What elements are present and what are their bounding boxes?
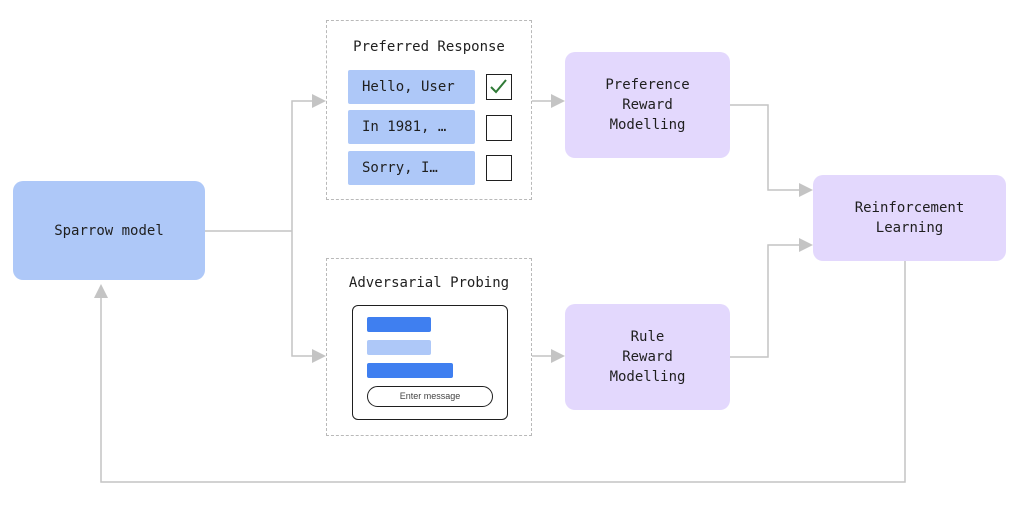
reinforcement-learning-node: Reinforcement Learning [813,175,1006,261]
reinforcement-learning-label: Reinforcement Learning [854,200,965,236]
checkmark-icon [490,79,507,94]
arrowhead-rule-to-rl [799,238,813,252]
chat-window: Enter message [352,305,508,420]
connector-sparrow-to-panels [205,100,312,357]
connector-rl-feedback [100,261,906,483]
preferred-response-panel: Preferred Response Hello, User In 1981, … [326,20,532,200]
chat-bubble-dark [367,317,431,332]
response-option: Sorry, I… [348,151,475,185]
sparrow-model-node: Sparrow model [13,181,205,280]
adversarial-probing-title: Adversarial Probing [348,275,510,291]
arrowhead-to-pref-reward [551,94,565,108]
adversarial-probing-panel: Adversarial Probing Enter message [326,258,532,436]
arrowhead-to-sparrow [94,284,108,298]
arrowhead-to-rule-reward [551,349,565,363]
chat-bubble-light [367,340,431,355]
rule-reward-node: Rule Reward Modelling [565,304,730,410]
preference-reward-node: Preference Reward Modelling [565,52,730,158]
response-text: Hello, User [362,79,455,95]
arrowhead-to-adv-panel [312,349,326,363]
message-input: Enter message [367,386,493,407]
checkbox-unchecked [486,115,512,141]
preference-reward-label: Preference Reward Modelling [605,77,690,133]
response-option: Hello, User [348,70,475,104]
connector-rule-reward-to-rl [730,244,799,358]
checkbox-unchecked [486,155,512,181]
rule-reward-label: Rule Reward Modelling [609,329,686,385]
checkbox-checked [486,74,512,100]
chat-bubble-dark [367,363,453,378]
connector-pref-reward-to-rl [730,104,799,191]
arrowhead-to-pref-panel [312,94,326,108]
arrowhead-pref-to-rl [799,183,813,197]
preferred-response-title: Preferred Response [353,39,505,55]
response-text: In 1981, … [362,119,447,135]
sparrow-model-label: Sparrow model [54,222,164,239]
response-text: Sorry, I… [362,160,438,176]
response-option: In 1981, … [348,110,475,144]
